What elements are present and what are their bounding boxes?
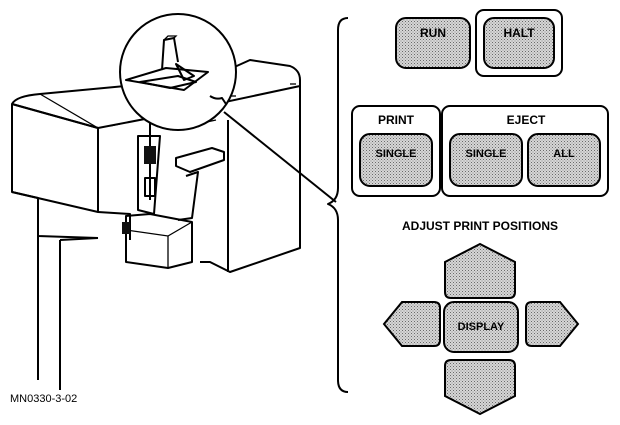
up-arrow-button[interactable] [444, 242, 516, 299]
run-button-label: RUN [420, 26, 446, 40]
eject-single-label: SINGLE [466, 148, 507, 160]
adjust-heading: ADJUST PRINT POSITIONS [402, 219, 558, 233]
cover-flap-icon [161, 37, 179, 71]
run-button[interactable]: RUN [395, 17, 471, 69]
print-single-label: SINGLE [376, 148, 417, 160]
panel-brace [327, 17, 349, 393]
display-button[interactable]: DISPLAY [443, 301, 519, 353]
left-arrow-button[interactable] [382, 301, 441, 347]
magnifier-callout [119, 13, 337, 203]
paper-chute [175, 147, 225, 173]
paper-tray [125, 213, 193, 269]
print-heading: PRINT [378, 113, 415, 127]
eject-heading: EJECT [507, 113, 546, 127]
print-single-button[interactable]: SINGLE [359, 133, 433, 187]
printer-top-surface [11, 59, 301, 129]
printer-illustration [11, 59, 301, 390]
side-switch-icon [144, 177, 156, 197]
halt-button-label: HALT [503, 26, 535, 40]
halt-button[interactable]: HALT [483, 17, 555, 69]
right-arrow-button[interactable] [525, 301, 580, 347]
power-switch-icon [144, 146, 156, 164]
figure-id: MN0330-3-02 [10, 393, 77, 405]
printer-right-face [200, 86, 301, 273]
down-arrow-button[interactable] [444, 359, 516, 416]
callout-leader-line [223, 111, 337, 203]
eject-single-button[interactable]: SINGLE [449, 133, 523, 187]
display-button-label: DISPLAY [458, 321, 505, 333]
eject-all-button[interactable]: ALL [527, 133, 601, 187]
eject-all-label: ALL [553, 148, 575, 160]
